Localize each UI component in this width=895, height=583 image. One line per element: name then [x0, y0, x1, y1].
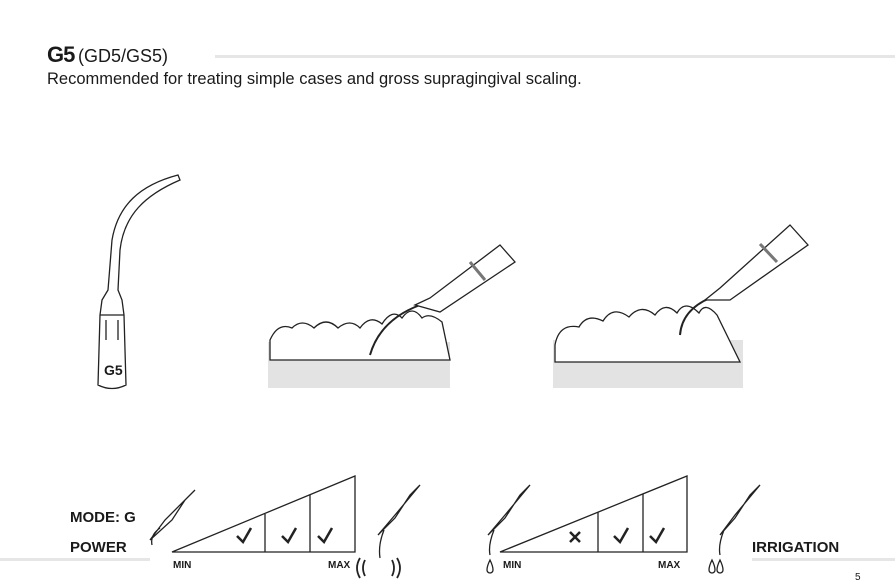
irrigation-label: IRRIGATION — [752, 539, 840, 556]
header-rule — [215, 55, 895, 58]
tip-variants: (GD5/GS5) — [78, 46, 169, 66]
power-min: MIN — [173, 560, 192, 571]
irrigation-scale — [486, 475, 761, 574]
power-scale — [149, 475, 421, 579]
mouth-illustration-front — [268, 244, 516, 388]
scaler-tip-illustration — [97, 174, 181, 390]
tip-description: Recommended for treating simple cases an… — [47, 70, 582, 88]
tip-engraving: G5 — [104, 362, 123, 378]
footer-rule-right — [752, 558, 895, 561]
mode-label: MODE: G — [70, 509, 136, 526]
irrigation-max: MAX — [658, 560, 681, 571]
tip-model: G5 — [47, 42, 75, 67]
irrigation-min: MIN — [503, 560, 522, 571]
power-label: POWER — [70, 539, 127, 556]
page-number: 5 — [855, 572, 861, 583]
power-max: MAX — [328, 560, 351, 571]
footer-rule-left — [0, 558, 150, 561]
mouth-illustration-side — [553, 224, 809, 388]
